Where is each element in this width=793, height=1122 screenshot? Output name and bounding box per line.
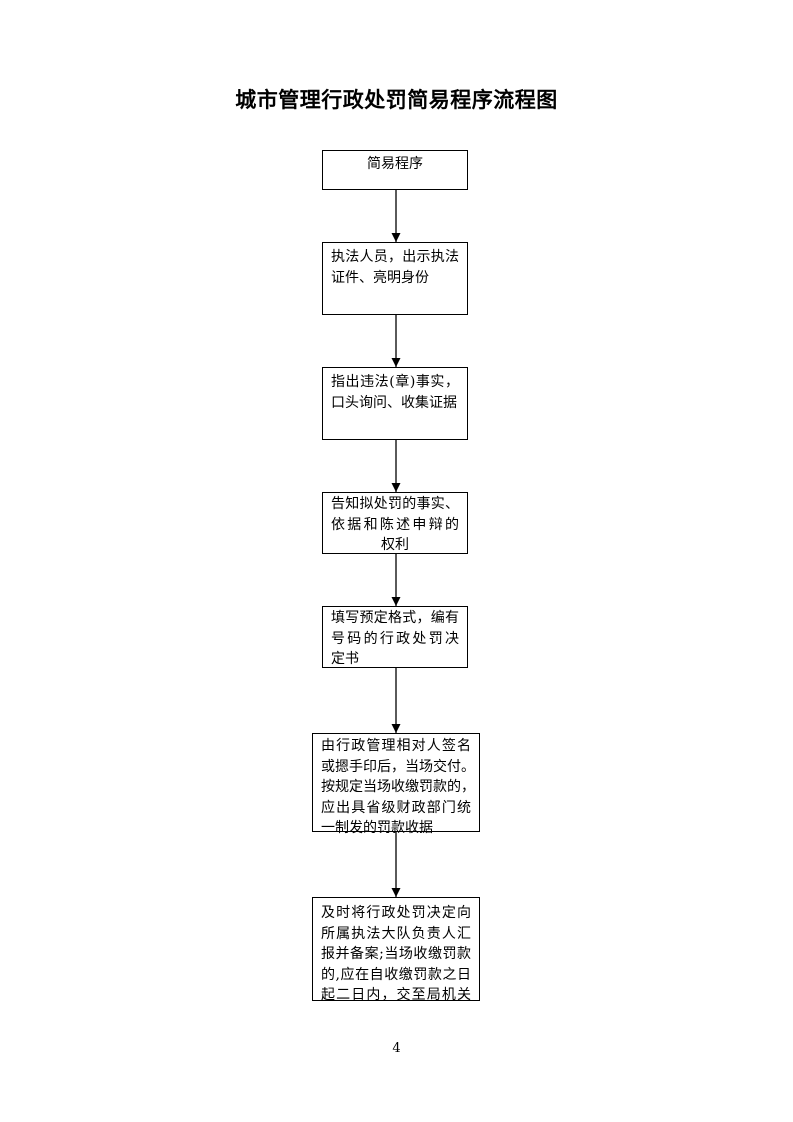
step-text: 证件、亮明身份 <box>331 269 429 286</box>
step-text: 或摁手印后，当场交付。 <box>321 758 475 775</box>
step-text: 依据和陈述申辩的 <box>331 516 459 533</box>
step-simple-procedure: 简易程序 <box>322 150 468 190</box>
step-text: 起二日内，交至局机关 <box>321 987 471 1003</box>
step-text: 指出违法(章)事实， <box>331 374 459 390</box>
step-point-out-violation: 指出违法(章)事实， 口头询问、收集证据 <box>322 367 468 440</box>
step-text: 报并备案;当场收缴罚款 <box>321 946 471 962</box>
step-text: 告知拟处罚的事实、 <box>331 496 459 512</box>
step-text: 定书 <box>331 651 359 667</box>
step-text: 填写预定格式，编有 <box>331 610 459 626</box>
step-text: 权利 <box>381 537 409 553</box>
page-number: 4 <box>392 1041 401 1056</box>
step-sign-and-deliver: 由行政管理相对人签名 或摁手印后，当场交付。 按规定当场收缴罚款的， 应出具省级… <box>312 733 480 836</box>
step-text: 号码的行政处罚决 <box>331 630 459 647</box>
step-show-credentials: 执法人员，出示执法 证件、亮明身份 <box>322 242 468 315</box>
step-text: 按规定当场收缴罚款的， <box>321 779 475 795</box>
step-text: 由行政管理相对人签名 <box>321 738 471 754</box>
step-text: 的,应在自收缴罚款之日 <box>321 966 471 983</box>
step-text: 口头询问、收集证据 <box>331 394 457 411</box>
step-text: 及时将行政处罚决定向 <box>321 905 471 921</box>
step-inform-rights: 告知拟处罚的事实、 依据和陈述申辩的 权利 <box>322 492 468 554</box>
step-text: 简易程序 <box>367 156 423 172</box>
step-fill-decision-form: 填写预定格式，编有 号码的行政处罚决 定书 <box>322 606 468 668</box>
step-text: 所属执法大队负责人汇 <box>321 925 471 942</box>
step-report-and-file: 及时将行政处罚决定向 所属执法大队负责人汇 报并备案;当场收缴罚款 的,应在自收… <box>312 897 480 1003</box>
step-text: 执法人员，出示执法 <box>331 249 459 265</box>
step-text: 一制发的罚款收据 <box>321 820 433 836</box>
page-title: 城市管理行政处罚简易程序流程图 <box>235 88 558 112</box>
step-text: 应出具省级财政部门统 <box>321 799 471 816</box>
